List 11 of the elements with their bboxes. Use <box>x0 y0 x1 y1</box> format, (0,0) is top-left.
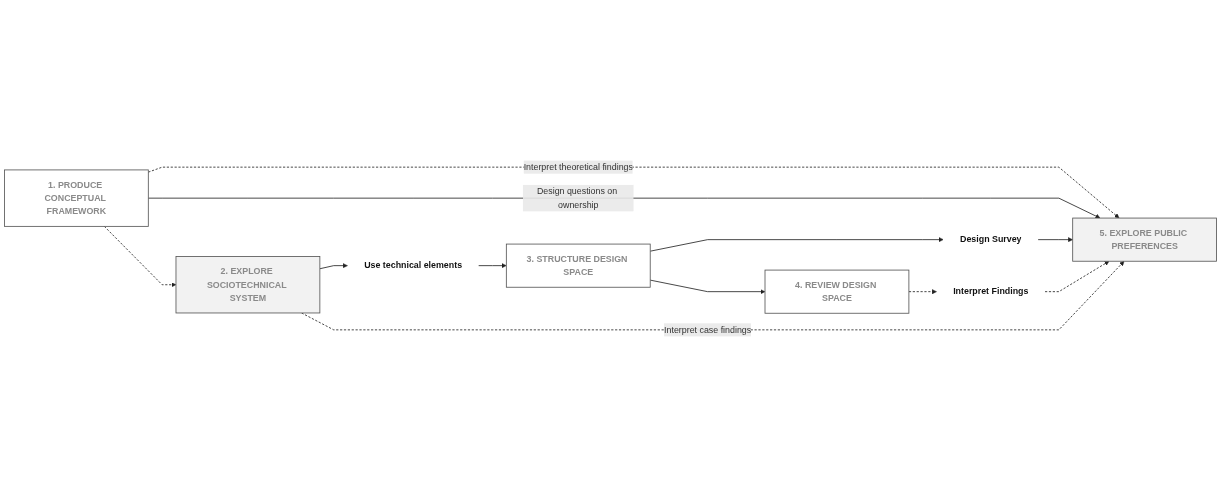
edge-label: Interpret theoretical findings <box>523 162 633 172</box>
node-box: 2. EXPLORE SOCIOTECHNICAL SYSTEM <box>175 256 321 314</box>
node-box: 5. EXPLORE PUBLIC PREFERENCES <box>1072 217 1217 262</box>
node-box: 1. PRODUCE CONCEPTUAL FRAMEWORK <box>4 169 149 227</box>
node-text: Use technical elements <box>364 260 463 271</box>
edge-label: Interpret case findings <box>664 324 752 335</box>
node-text: Interpret Findings <box>953 286 1029 297</box>
node-box: 4. REVIEW DESIGN SPACE <box>764 269 910 314</box>
node-text: Design Survey <box>960 234 1022 245</box>
node-box: 3. STRUCTURE DESIGN SPACE <box>505 243 651 288</box>
edge-label: Design questions on ownership <box>536 186 618 210</box>
